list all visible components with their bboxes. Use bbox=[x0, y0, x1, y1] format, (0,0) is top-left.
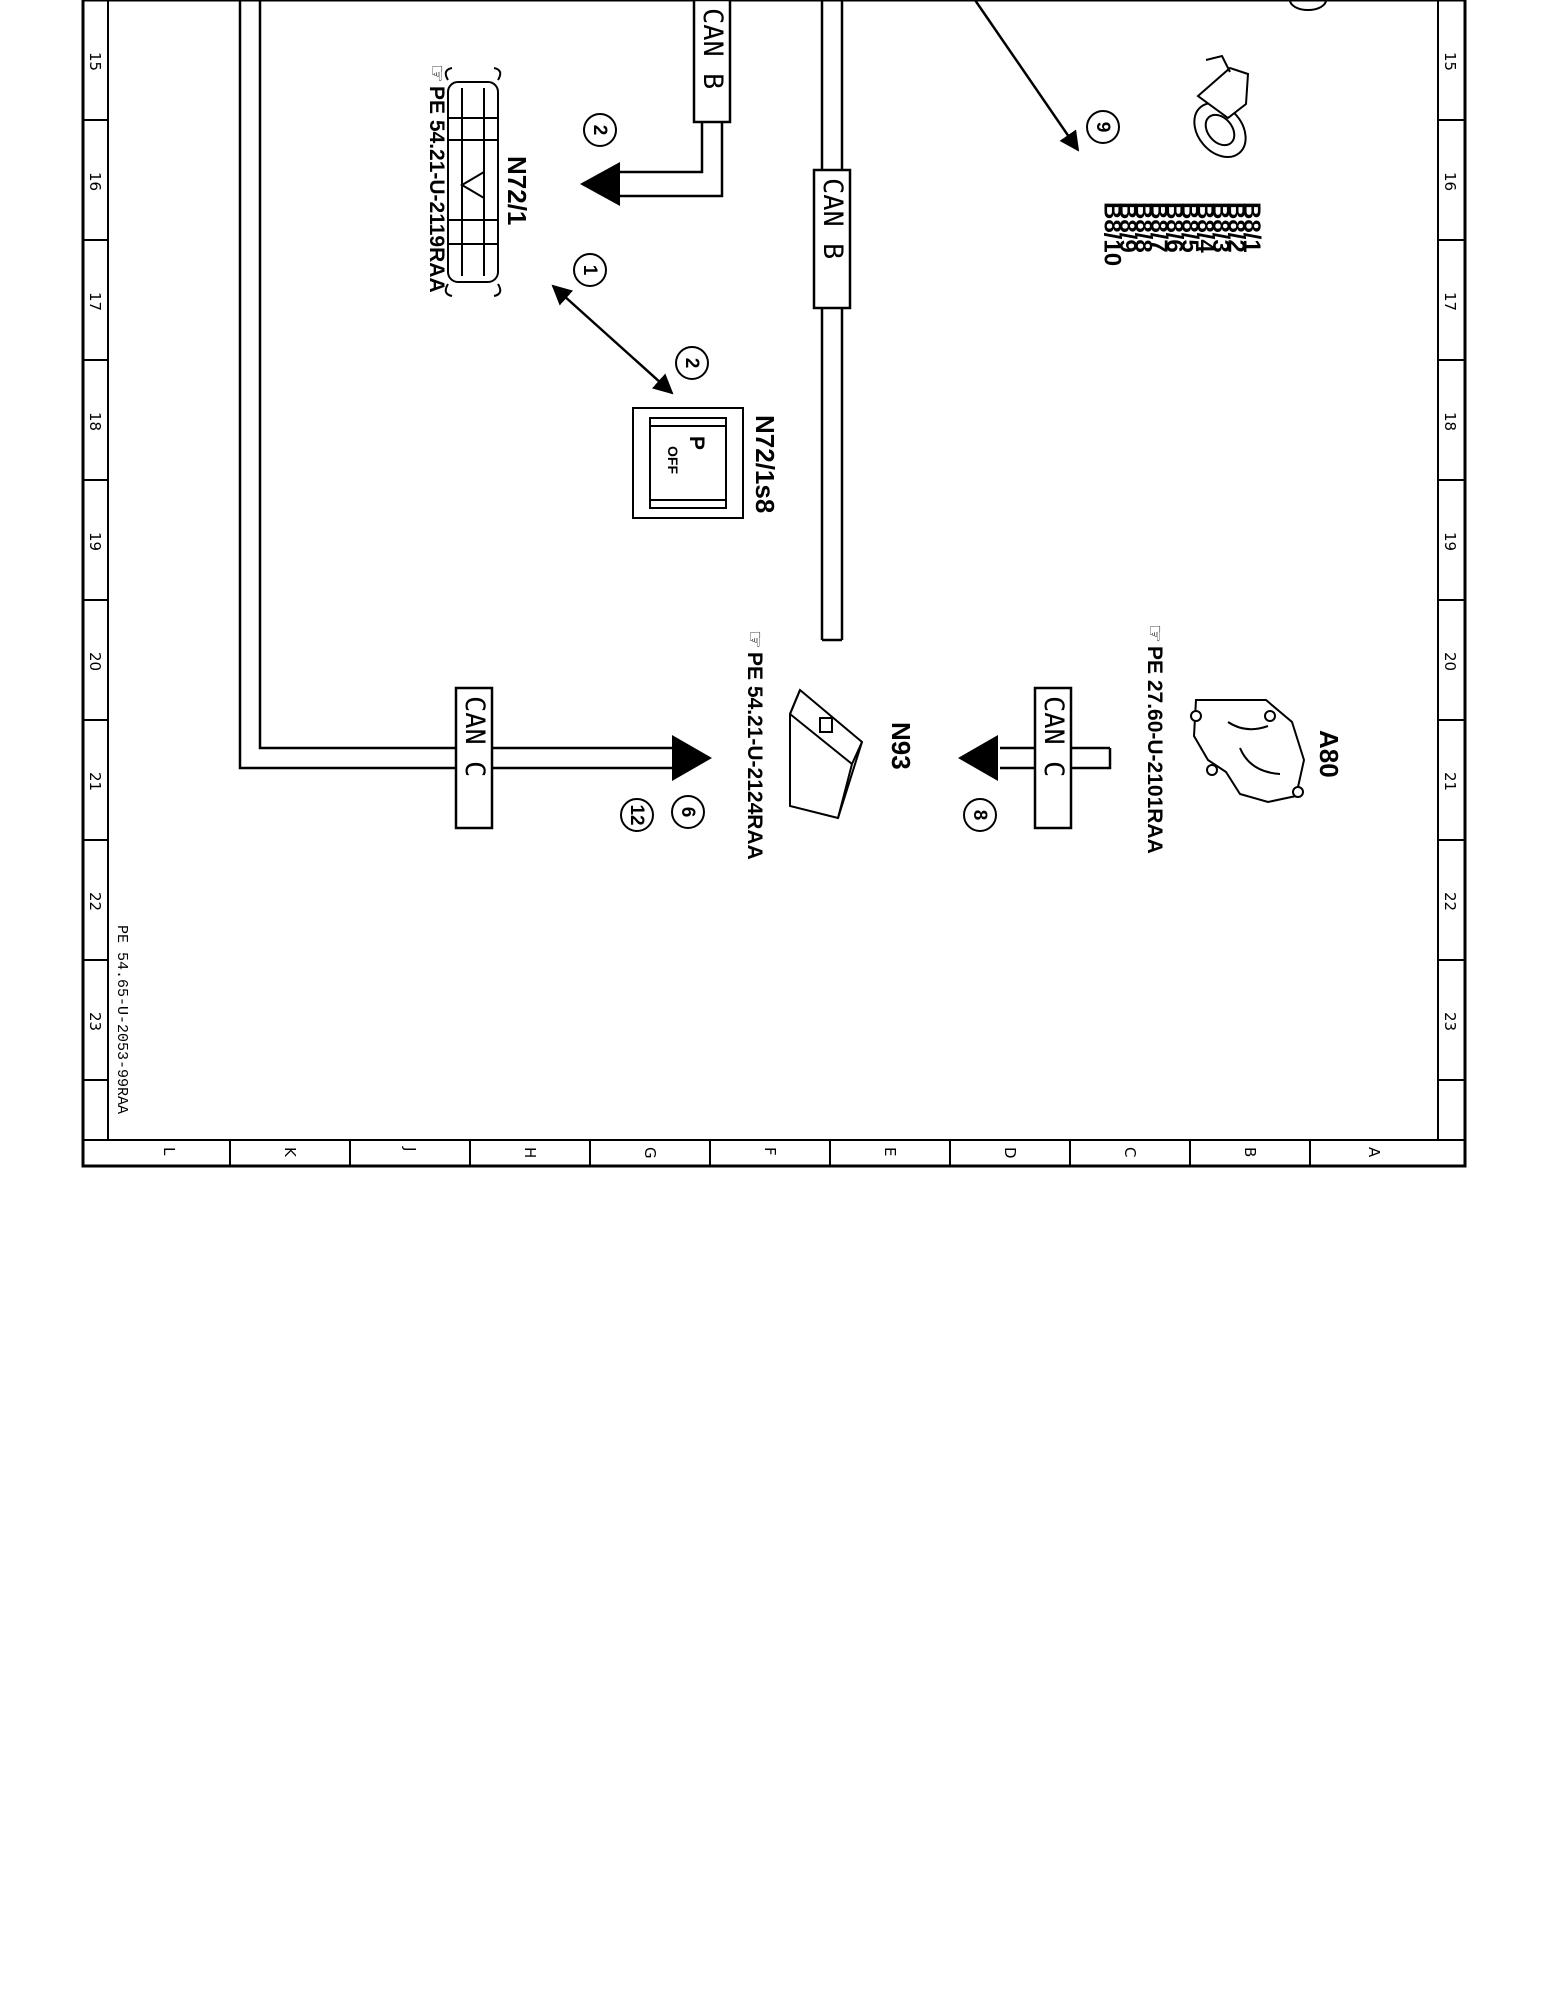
a80-label: A80 bbox=[1314, 730, 1344, 778]
switch-text-p: P bbox=[685, 436, 708, 450]
row-number: 15 bbox=[86, 52, 104, 71]
arrow-9 bbox=[973, 0, 1080, 152]
svg-text:CAN B: CAN B bbox=[697, 8, 728, 89]
drawing-frame bbox=[81, 0, 1467, 1168]
row-number: 17 bbox=[1441, 292, 1459, 311]
row-number: 17 bbox=[86, 292, 104, 311]
n72-1s8-label: N72/1s8 bbox=[750, 415, 780, 513]
row-number: 20 bbox=[1441, 652, 1459, 671]
can-c-right-box: CAN C bbox=[1033, 686, 1073, 830]
callout-12: 12 bbox=[620, 798, 654, 832]
callout-2-n72: 2 bbox=[583, 113, 617, 147]
svg-text:PE 27.60-U-2101RAA: PE 27.60-U-2101RAA bbox=[1143, 646, 1166, 854]
b8-sensor-label: B8/1 bbox=[1238, 202, 1265, 253]
row-number: 16 bbox=[1441, 172, 1459, 191]
can-c-left-box: CAN C bbox=[454, 686, 494, 830]
svg-text:2: 2 bbox=[681, 358, 702, 369]
arrow-into-n93-right bbox=[958, 735, 998, 781]
b8-partial-circle bbox=[1289, 0, 1327, 11]
arrow-into-n72-1 bbox=[580, 162, 620, 206]
b8-sensor-list: B8/1B8/2B8/3B8/4B8/5B8/6B8/7B8/8B8/9B8/1… bbox=[1099, 202, 1266, 266]
callout-6: 6 bbox=[671, 795, 705, 829]
can-c-wire-outer bbox=[238, 0, 680, 770]
column-letter: B bbox=[1241, 1147, 1259, 1157]
row-number: 22 bbox=[86, 892, 104, 911]
row-scale-right: 15 16 17 18 19 20 21 22 23 bbox=[1438, 52, 1465, 1081]
column-letter: C bbox=[1121, 1147, 1139, 1157]
switch-text-off: OFF bbox=[665, 446, 681, 474]
b8-sensor-label: B8/3 bbox=[1207, 202, 1234, 253]
arrow-1-2 bbox=[551, 284, 674, 395]
column-letter: H bbox=[521, 1147, 539, 1158]
svg-text:12: 12 bbox=[626, 804, 647, 825]
svg-text:CAN C: CAN C bbox=[459, 696, 490, 777]
callout-1: 1 bbox=[573, 253, 607, 287]
b8-sensor-label: B8/6 bbox=[1161, 202, 1188, 253]
row-number: 18 bbox=[1441, 412, 1459, 431]
b8-sensor-label: B8/2 bbox=[1223, 202, 1250, 253]
can-b-mid-box: CAN B bbox=[812, 168, 852, 310]
pointing-hand-icon: ☞ bbox=[1143, 624, 1166, 643]
row-number: 21 bbox=[1441, 772, 1459, 791]
drawing-id: PE 54.65-U-2053-99RAA bbox=[113, 925, 130, 1114]
row-number: 23 bbox=[86, 1012, 104, 1031]
wiring bbox=[238, 0, 1112, 770]
n72-1-label: N72/1 bbox=[502, 156, 532, 225]
can-b-wire-a bbox=[620, 0, 704, 174]
a80-ref: ☞ PE 27.60-U-2101RAA bbox=[1143, 624, 1166, 854]
n93-label: N93 bbox=[886, 722, 916, 770]
row-number: 21 bbox=[86, 772, 104, 791]
b8-sensor-label: B8/8 bbox=[1130, 202, 1157, 253]
svg-text:1: 1 bbox=[579, 265, 600, 276]
column-letter: E bbox=[881, 1147, 899, 1156]
svg-text:8: 8 bbox=[969, 810, 990, 821]
column-letter: G bbox=[641, 1147, 659, 1159]
arrow-into-n93-left bbox=[672, 735, 712, 781]
svg-text:2: 2 bbox=[589, 125, 610, 136]
row-number: 20 bbox=[86, 652, 104, 671]
b8-sensor-label: B8/5 bbox=[1176, 202, 1203, 253]
callout-2-switch: 2 bbox=[675, 346, 709, 380]
n72-1-ref: ☞ PE 54.21-U-2119RAA bbox=[425, 64, 448, 293]
n93-ref: ☞ PE 54.21-U-2124RAA bbox=[743, 630, 766, 860]
n72-1-panel-icon bbox=[444, 67, 502, 297]
pointing-hand-icon: ☞ bbox=[743, 630, 766, 649]
callout-8: 8 bbox=[963, 798, 997, 832]
column-letter: K bbox=[281, 1147, 299, 1158]
column-letter: D bbox=[1001, 1147, 1019, 1159]
can-b-top-box: CAN B bbox=[692, 0, 732, 124]
column-letter: A bbox=[1365, 1147, 1383, 1158]
row-number: 19 bbox=[86, 532, 104, 551]
callout-9: 9 bbox=[1086, 110, 1120, 144]
column-letter: J bbox=[401, 1146, 419, 1151]
svg-text:CAN B: CAN B bbox=[817, 178, 848, 259]
b8-sensor-label: B8/4 bbox=[1192, 202, 1219, 253]
row-number: 23 bbox=[1441, 1012, 1459, 1031]
can-c-wire-inner bbox=[258, 0, 680, 750]
row-number: 16 bbox=[86, 172, 104, 191]
b8-sensor-icon bbox=[1193, 54, 1250, 158]
column-letter: F bbox=[761, 1147, 779, 1156]
row-number: 22 bbox=[1441, 892, 1459, 911]
b8-sensor-label: B8/7 bbox=[1145, 202, 1172, 253]
svg-text:9: 9 bbox=[1092, 122, 1113, 133]
b8-sensor-label: B8/9 bbox=[1114, 202, 1141, 253]
column-letter: L bbox=[160, 1147, 178, 1156]
a80-module-icon bbox=[1190, 699, 1306, 804]
n72-1s8-switch-icon bbox=[632, 407, 744, 519]
row-number: 19 bbox=[1441, 532, 1459, 551]
b8-sensor-label: B8/10 bbox=[1099, 202, 1126, 266]
svg-text:6: 6 bbox=[677, 807, 698, 818]
svg-text:CAN C: CAN C bbox=[1038, 696, 1069, 777]
n93-module-icon bbox=[789, 688, 864, 820]
row-scale-left: 15 16 17 18 19 20 21 22 23 bbox=[83, 52, 108, 1081]
row-number: 18 bbox=[86, 412, 104, 431]
svg-text:PE 54.21-U-2119RAA: PE 54.21-U-2119RAA bbox=[425, 86, 448, 293]
svg-text:PE 54.21-U-2124RAA: PE 54.21-U-2124RAA bbox=[743, 652, 766, 860]
pointing-hand-icon: ☞ bbox=[425, 64, 448, 83]
row-number: 15 bbox=[1441, 52, 1459, 71]
